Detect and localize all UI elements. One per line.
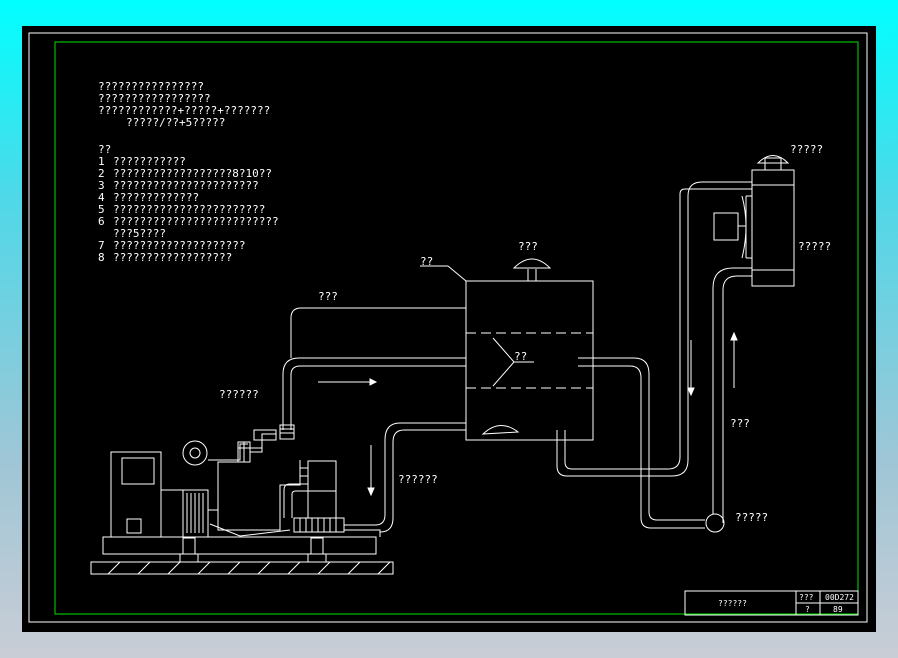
title-block-number: 89	[833, 605, 843, 614]
title-block-col1-header: ???	[799, 593, 814, 602]
label-supply-pipe: ???	[730, 417, 750, 430]
note-num-6: 6	[98, 215, 105, 228]
note-text-8: ??????????????????	[113, 251, 232, 264]
title-block: ?????? ??? ? 00D272 89	[684, 590, 859, 616]
label-tank-cap: ??	[420, 255, 433, 268]
note-text-7: ????????????????????	[113, 239, 245, 252]
note-header-4: ?????/??+5?????	[126, 116, 225, 129]
ground-base	[90, 537, 394, 575]
notes-title: ??	[98, 143, 111, 156]
note-text-6b: ???5????	[113, 227, 166, 240]
note-text-4: ?????????????	[113, 191, 199, 204]
note-header-2: ?????????????????	[98, 92, 211, 105]
schematic-canvas: ???????????????? ????????????????? ?????…	[28, 32, 868, 623]
title-block-col1-value: ?	[805, 605, 810, 614]
radiator-unit	[713, 155, 795, 287]
supply-pipe	[556, 181, 752, 533]
label-radiator-cap: ?????	[790, 143, 823, 156]
inner-border	[54, 41, 859, 615]
return-riser-pipe	[279, 303, 467, 440]
note-num-3: 3	[98, 179, 105, 192]
water-tank	[420, 258, 594, 441]
note-header-1: ????????????????	[98, 80, 204, 93]
notes-block: ???????????????? ????????????????? ?????…	[98, 80, 279, 264]
label-radiator: ?????	[798, 240, 831, 253]
label-pump: ?????	[735, 511, 768, 524]
note-num-1: 1	[98, 155, 105, 168]
note-text-3: ??????????????????????	[113, 179, 259, 192]
flow-arrow-right	[318, 378, 378, 386]
drawing-frame: ???????????????? ????????????????? ?????…	[22, 26, 876, 632]
title-block-code: 00D272	[825, 593, 854, 602]
label-return-pipe: ???	[318, 290, 338, 303]
note-text-5: ???????????????????????	[113, 203, 265, 216]
note-text-2: ??????????????????8?10??	[113, 167, 272, 180]
title-block-name: ??????	[718, 599, 747, 608]
label-baffle: ??	[514, 350, 527, 363]
note-num-2: 2	[98, 167, 105, 180]
note-header-3: ????????????+?????+???????	[98, 104, 270, 117]
outer-border	[28, 32, 868, 623]
note-num-7: 7	[98, 239, 105, 252]
outlet-pipe	[283, 422, 466, 533]
label-tank-vent: ???	[518, 240, 538, 253]
generator-set	[102, 429, 381, 555]
note-num-5: 5	[98, 203, 105, 216]
note-num-8: 8	[98, 251, 105, 264]
note-num-4: 4	[98, 191, 105, 204]
label-exhaust: ??????	[219, 388, 259, 401]
note-text-6: ?????????????????????????	[113, 215, 279, 228]
label-outlet-pipe: ??????	[398, 473, 438, 486]
note-text-1: ???????????	[113, 155, 186, 168]
